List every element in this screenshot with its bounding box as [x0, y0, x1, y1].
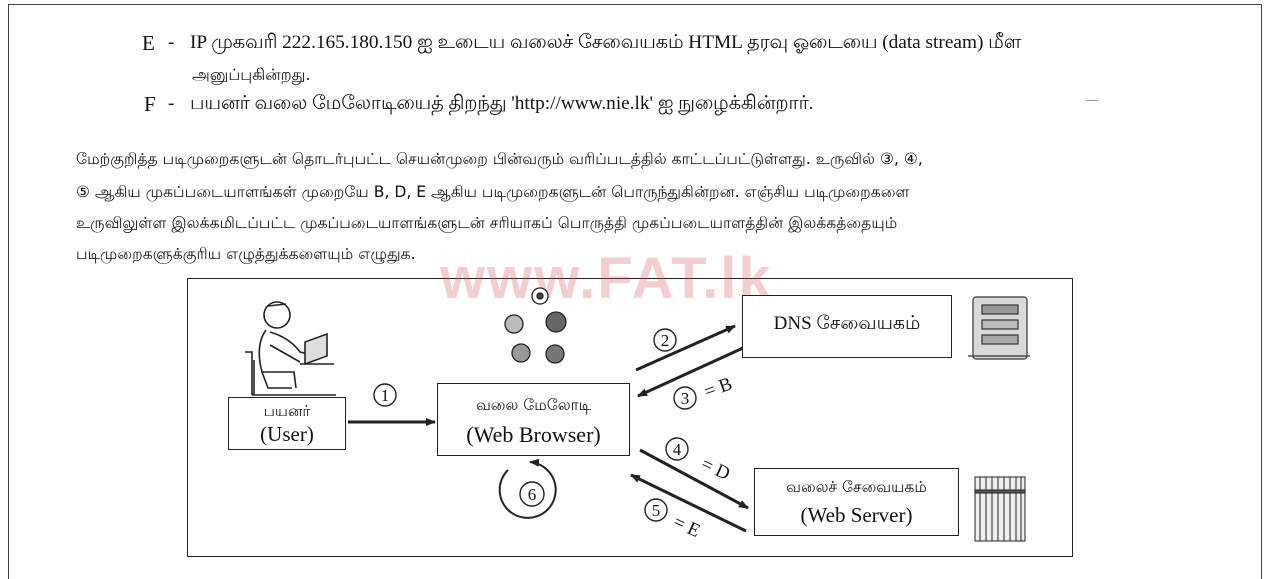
dns-server-icon	[968, 296, 1030, 360]
instruction-line-4: படிமுறைகளுக்குரிய எழுத்துக்களையும் எழுது…	[76, 245, 416, 263]
marker-5: 5	[652, 501, 661, 520]
browser-label-en: (Web Browser)	[466, 422, 601, 447]
diagram-graphics: 1 2 3 4 5 6 = B = D = E	[245, 287, 1030, 542]
label-eq-b: = B	[702, 373, 736, 402]
label-eq-d: = D	[698, 453, 733, 484]
server-label-en: (Web Server)	[800, 503, 913, 527]
stray-mark	[1086, 100, 1098, 101]
instruction-line-1: மேற்குறித்த படிமுறைகளுடன் தொடர்புபட்ட செ…	[76, 150, 923, 168]
web-server-box: வலைச் சேவையகம் (Web Server)	[754, 468, 959, 536]
web-server-icon	[974, 476, 1026, 542]
marker-2: 2	[661, 331, 670, 350]
marker-1: 1	[381, 386, 390, 405]
user-box: பயனர் (User)	[228, 397, 346, 450]
instruction-line-2: ⑤ ஆகிய முகப்படையாளங்கள் முறையே B, D, E ஆ…	[76, 183, 910, 201]
arrow-3	[637, 346, 744, 398]
step-e-text: IP முகவரி 222.165.180.150 ஐ உடைய வலைச் ச…	[190, 32, 1022, 53]
watermark: www.FAT.lk	[440, 246, 773, 311]
dns-label: DNS சேவையகம்	[773, 313, 921, 334]
user-at-computer-icon	[245, 301, 336, 396]
step-f-letter: F	[144, 92, 156, 116]
arrow-2	[635, 324, 736, 372]
marker-6: 6	[528, 485, 537, 504]
process-diagram	[187, 278, 1073, 557]
step-e-dash: -	[168, 32, 175, 53]
loop-arrow-6	[498, 458, 557, 519]
instruction-line-3: உருவிலுள்ள இலக்கமிடப்பட்ட முகப்படையாளங்க…	[76, 214, 898, 232]
arrow-4	[639, 448, 749, 510]
step-f-dash: -	[168, 93, 175, 114]
marker-4: 4	[673, 440, 682, 459]
step-f-text: பயனர் வலை மேலோடியைத் திறந்து 'http://www…	[190, 93, 814, 114]
dns-server-box: DNS சேவையகம்	[742, 295, 952, 358]
user-label-ta: பயனர்	[263, 402, 311, 420]
label-eq-e: = E	[670, 511, 703, 541]
web-browser-box: வலை மேலோடி (Web Browser)	[437, 383, 630, 456]
marker-3: 3	[681, 389, 690, 408]
arrow-5	[630, 473, 747, 533]
step-e-letter: E	[142, 31, 155, 55]
user-label-en: (User)	[260, 422, 314, 446]
browser-label-ta: வலை மேலோடி	[475, 396, 592, 414]
server-label-ta: வலைச் சேவையகம்	[786, 478, 927, 496]
browser-logos-icon	[504, 287, 567, 364]
step-e-continuation: அனுப்புகின்றது.	[192, 65, 311, 84]
question-frame	[8, 4, 1262, 579]
